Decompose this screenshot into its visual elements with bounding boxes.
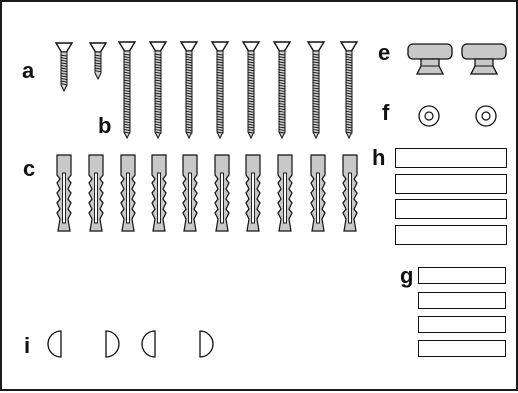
bumper — [200, 331, 213, 357]
long-screw — [341, 42, 357, 138]
washer — [476, 106, 496, 126]
wall-anchor — [89, 155, 103, 231]
g-strip — [418, 267, 506, 284]
wall-anchor — [152, 155, 166, 231]
knob — [408, 44, 452, 74]
label-a: a — [22, 60, 34, 82]
g-strip — [418, 292, 506, 309]
long-screw — [274, 42, 290, 138]
knob — [462, 44, 506, 74]
label-h: h — [372, 147, 385, 169]
label-c: c — [23, 158, 35, 180]
wall-anchor — [343, 155, 357, 231]
h-strip — [395, 174, 507, 194]
g-strip — [418, 316, 506, 333]
wall-anchor — [183, 155, 197, 231]
h-strip — [395, 148, 507, 168]
h-strip — [395, 199, 507, 219]
g-strip — [418, 340, 506, 357]
washer — [419, 106, 439, 126]
wall-anchor — [278, 155, 292, 231]
wall-anchor — [246, 155, 260, 231]
label-f: f — [382, 102, 389, 124]
bumper — [48, 331, 61, 357]
wall-anchor — [311, 155, 325, 231]
long-screw — [119, 42, 135, 138]
label-e: e — [378, 42, 390, 64]
wall-anchor — [215, 155, 229, 231]
long-screw — [150, 42, 166, 138]
long-screw — [243, 42, 259, 138]
bumper — [106, 331, 119, 357]
long-screw — [181, 42, 197, 138]
label-i: i — [24, 335, 30, 357]
wall-anchor — [121, 155, 135, 231]
long-screw — [308, 42, 324, 138]
h-strip — [395, 225, 507, 245]
short-screw — [56, 43, 72, 91]
label-g: g — [400, 265, 413, 287]
bumper — [142, 331, 155, 357]
label-b: b — [98, 115, 111, 137]
wall-anchor — [57, 155, 71, 231]
short-screw — [90, 43, 106, 79]
long-screw — [212, 42, 228, 138]
